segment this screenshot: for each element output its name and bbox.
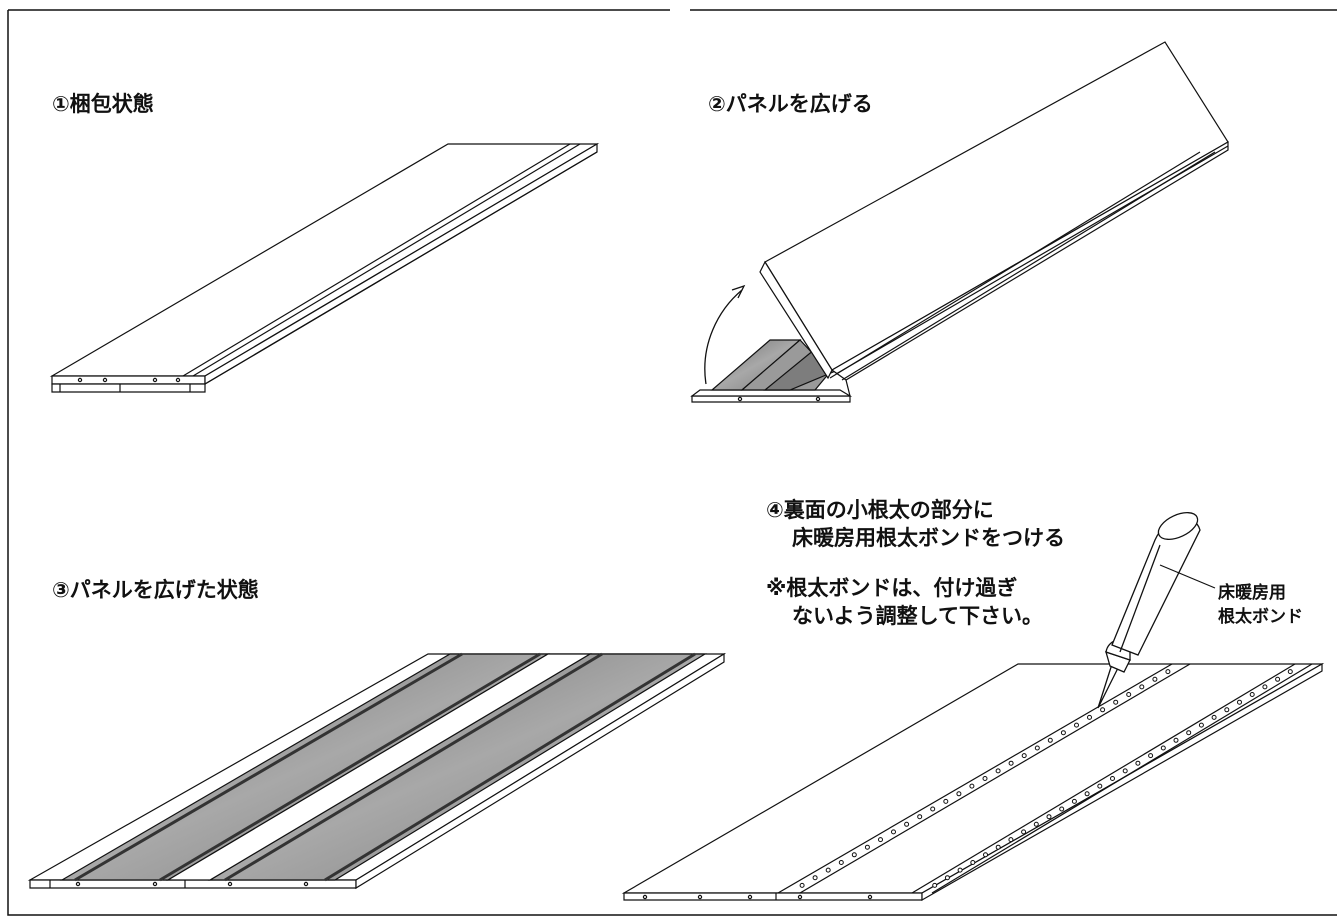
bond-dot (812, 875, 818, 881)
bond-dot (1021, 753, 1027, 759)
bond-dot (957, 867, 963, 873)
bond-dot (1224, 707, 1230, 713)
bond-dot (1173, 737, 1179, 743)
bond-dot (930, 806, 936, 812)
bond-dot (969, 783, 975, 789)
bond-dot (995, 768, 1001, 774)
bond-dot (851, 852, 857, 858)
step4-note-line2: ないよう調整して下さい。 (792, 604, 1043, 628)
bond-dot (1249, 692, 1255, 697)
bond-dot (995, 844, 1001, 850)
bond-dot (1262, 684, 1268, 690)
bond-dot (1060, 730, 1066, 736)
callout-leader (1159, 564, 1216, 589)
bond-dot (1122, 768, 1128, 774)
bond-dot (1033, 821, 1039, 827)
bond-callout-line2: 根太ボンド (1218, 607, 1303, 627)
bond-dot (944, 875, 950, 881)
bond-dot (1126, 692, 1132, 697)
bond-dot (825, 867, 831, 873)
bond-dot (1084, 791, 1090, 797)
bond-dot (1097, 783, 1103, 789)
bond-dot (1047, 737, 1053, 743)
packed-panel (49, 142, 600, 393)
bond-dot (982, 776, 988, 781)
step4-title-line2: 床暖房用根太ボンドをつける (792, 526, 1065, 550)
step4-title-line1: ④裏面の小根太の部分に (766, 498, 994, 522)
opened-panel (27, 652, 727, 890)
bond-dot (1071, 798, 1077, 804)
bond-dot (1275, 676, 1281, 682)
bond-dot (1135, 760, 1141, 766)
bond-dot (1113, 699, 1119, 705)
bond-dot (1287, 669, 1293, 675)
bond-dot (838, 860, 844, 865)
bond-dot (799, 882, 805, 888)
bond-dot (970, 860, 976, 865)
bond-dot (917, 814, 923, 820)
bond-dot (943, 798, 949, 804)
step3-title: ③パネルを広げた状態 (52, 578, 259, 602)
bond-dot (891, 829, 896, 835)
bond-dot (1021, 829, 1027, 835)
bond-dot (1186, 730, 1192, 736)
bond-dot (1046, 814, 1052, 820)
bond-dot (1148, 753, 1154, 759)
bond-dot (1160, 745, 1166, 751)
bond-dot (864, 844, 870, 850)
panel-underside (621, 662, 1325, 902)
bond-dots (799, 669, 1293, 888)
bond-dot (956, 791, 962, 797)
bond-dot (1008, 760, 1014, 766)
bond-dot (1087, 714, 1092, 720)
bond-dot (1110, 776, 1115, 781)
step2-title: ②パネルを広げる (708, 92, 873, 116)
bond-dot (1034, 745, 1040, 751)
bond-dot (1008, 837, 1014, 843)
opening-panel (690, 41, 1229, 403)
bond-dot (1237, 699, 1242, 705)
diagram-border (7, 9, 1337, 916)
bond-dot (1211, 714, 1217, 720)
step1-title: ①梱包状態 (52, 92, 154, 116)
bond-tube (1097, 512, 1201, 709)
bond-dot (878, 837, 883, 843)
bond-dot (1152, 676, 1158, 682)
bond-dot (932, 882, 938, 888)
bond-dot (983, 852, 988, 858)
lift-arrow (704, 284, 746, 385)
bond-dot (1198, 722, 1204, 728)
bond-dot (904, 821, 910, 827)
bond-dot (1059, 806, 1065, 812)
bond-dot (1074, 722, 1079, 728)
bond-dot (1100, 707, 1106, 713)
bond-dot (1165, 669, 1171, 675)
bond-callout-line1: 床暖房用 (1218, 583, 1286, 603)
bond-dot (1139, 684, 1145, 690)
step4-note-line1: ※根太ボンドは、付け過ぎ (766, 576, 1018, 600)
